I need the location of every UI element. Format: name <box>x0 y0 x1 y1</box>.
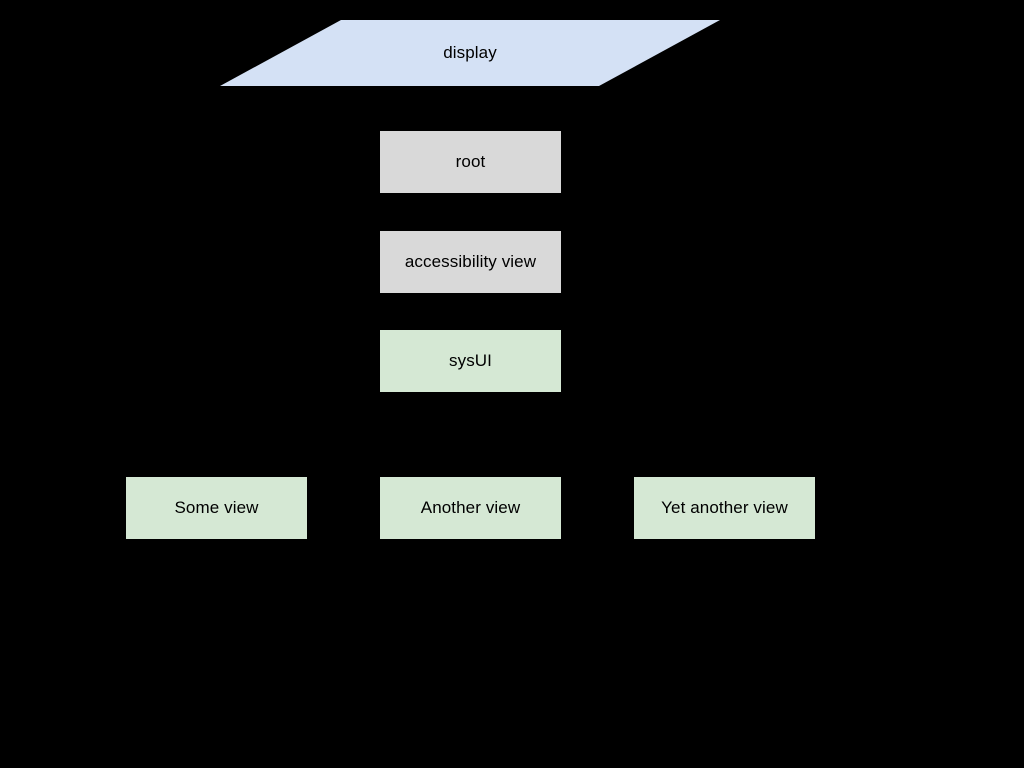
diagram-node-root[interactable]: root <box>380 131 561 193</box>
parallelogram-shape <box>220 20 720 86</box>
diagram-node-yet-another-view[interactable]: Yet another view <box>634 477 815 539</box>
diagram-node-label-accessibility-view: accessibility view <box>404 251 537 271</box>
diagram-node-label-root: root <box>455 151 486 171</box>
diagram-node-another-view[interactable]: Another view <box>380 477 561 539</box>
diagram-node-label-sysui: sysUI <box>449 350 492 370</box>
diagram-node-label-another-view: Another view <box>420 497 521 517</box>
diagram-node-sysui[interactable]: sysUI <box>380 330 561 392</box>
diagram-node-label-yet-another-view: Yet another view <box>661 497 788 517</box>
diagram-node-some-view[interactable]: Some view <box>126 477 307 539</box>
diagram-node-label-some-view: Some view <box>174 497 259 517</box>
diagram-node-display[interactable]: display <box>220 20 720 86</box>
diagram-node-accessibility-view[interactable]: accessibility view <box>380 231 561 293</box>
